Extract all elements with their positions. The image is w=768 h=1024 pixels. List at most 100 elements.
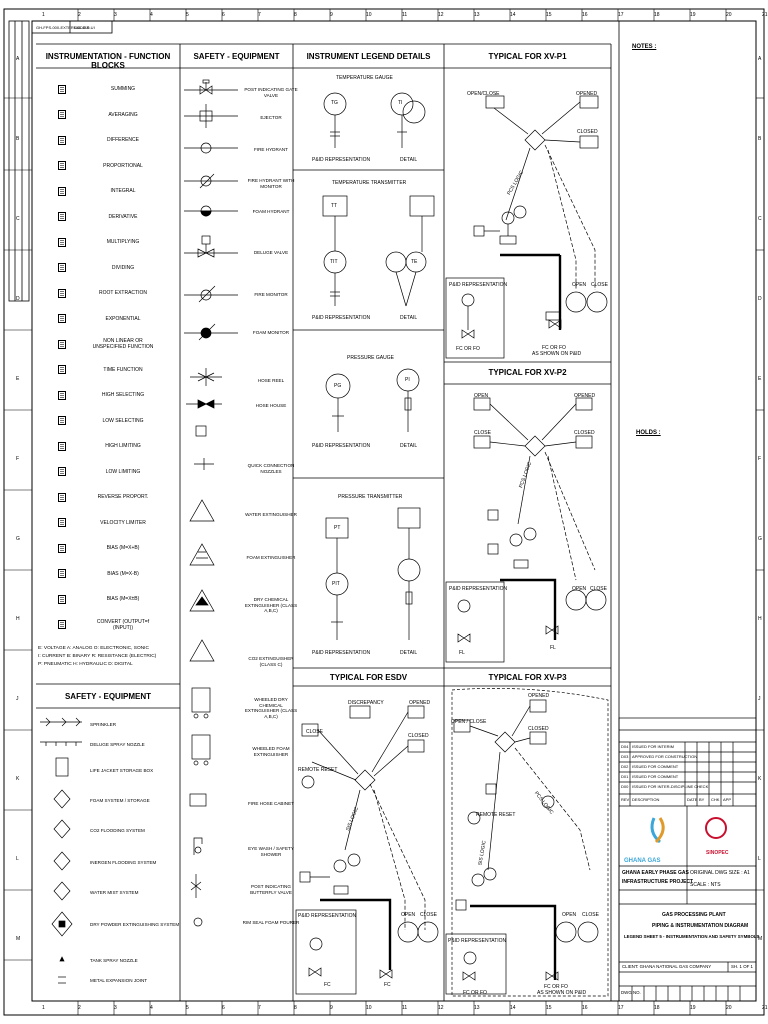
function-block-symbol: [58, 339, 66, 349]
tag-tit: TIT: [330, 259, 338, 265]
frame-column-label-bottom: 4: [150, 1005, 153, 1011]
revision-cell: D02: [621, 764, 629, 769]
safety-equipment-row: POST INDICATING GATE VALVE: [182, 83, 297, 105]
safety-equipment-2-label: SPRINKLER: [90, 722, 117, 727]
dwg-no-label: DWG NO.: [621, 990, 641, 995]
safety-equipment-row: WHEELED DRY CHEMICAL EXTINGUISHER (CLASS…: [182, 693, 297, 719]
function-block-symbol: [58, 620, 66, 629]
esdv-closed: CLOSED: [408, 733, 429, 739]
frame-row-label-right: F: [758, 456, 762, 462]
function-block-row: TIME FUNCTION: [58, 365, 158, 375]
xv-p1-open-close: OPEN/CLOSE: [467, 91, 500, 97]
safety-equipment-label: FOAM EXTINGUISHER: [246, 555, 296, 560]
function-block-row: DIFFERENCE: [58, 135, 158, 145]
frame-column-label-bottom: 17: [618, 1005, 624, 1011]
safety-equipment-label: WHEELED DRY CHEMICAL EXTINGUISHER (CLASS…: [244, 697, 298, 719]
frame-row-label-right: A: [758, 56, 762, 62]
temp-transmitter-title: TEMPERATURE TRANSMITTER: [332, 180, 407, 186]
revision-header-cell: BY: [699, 797, 705, 802]
frame-column-label: 18: [654, 12, 660, 18]
esdv-remote-reset: REMOTE RESET: [298, 767, 338, 773]
xv-p2-open: OPEN: [474, 393, 489, 399]
xv-p3-open-close: OPEN / CLOSE: [451, 719, 487, 725]
function-block-row: PROPORTIONAL: [58, 161, 158, 171]
function-block-label: BIAS (M=X±B): [106, 596, 140, 602]
safety-equipment-2-label: DELUGE SPRAY NOZZLE: [90, 742, 145, 747]
safety-equipment-label: EYE WASH / SAFETY SHOWER: [248, 846, 294, 857]
temp-gauge-title: TEMPERATURE GAUGE: [336, 75, 393, 81]
function-block-row: BIAS (M=X+B): [58, 543, 158, 553]
xv-p2-close-b: CLOSE: [590, 586, 607, 592]
safety-equipment-2-label: FOAM SYSTEM / STORAGE: [90, 798, 150, 803]
function-block-row: BIAS (M=X±B): [58, 594, 158, 604]
notes-title: NOTES :: [632, 44, 657, 50]
function-block-label: DERIVATIVE: [108, 213, 138, 220]
title-line-2: PIPING & INSTRUMENTATION DIAGRAM: [652, 923, 749, 929]
revision-header-cell: DESCRIPTION: [632, 797, 660, 802]
function-block-symbol: [58, 569, 66, 578]
frame-row-label-right: L: [758, 856, 761, 862]
safety-equipment-row: DELUGE VALVE: [182, 246, 292, 268]
safety-equipment-label: FOAM MONITOR: [252, 330, 290, 335]
frame-column-label: 16: [582, 12, 588, 18]
function-block-row: VELOCITY LIMITER: [58, 518, 158, 528]
safety-equipment-label: FOAM HYDRANT: [252, 209, 290, 214]
safety-equipment-row: HOSE HOUSE: [182, 399, 292, 421]
frame-column-label: 4: [150, 12, 153, 18]
safety-equipment-2-row: FOAM SYSTEM / STORAGE: [38, 792, 178, 812]
function-block-label: REVERSE PROPORT.: [97, 494, 149, 500]
scale: SCALE : NTS: [690, 882, 721, 888]
safety-equipment-row: FIRE HOSE CABINET: [182, 797, 294, 819]
xv-p1-closed: CLOSED: [577, 129, 598, 135]
project-line-2: INFRASTRUCTURE PROJECT: [622, 879, 694, 885]
safety-equipment-label: QUICK CONNECTION NOZZLES: [247, 463, 295, 474]
safety-equipment-label: HOSE REEL: [257, 378, 285, 383]
xv-p3-remote-reset: REMOTE RESET: [476, 812, 516, 818]
xv-p2-opened: OPENED: [574, 393, 596, 399]
function-block-symbol: [58, 263, 66, 272]
frame-column-label-bottom: 3: [114, 1005, 117, 1011]
frame-column-label: 2: [78, 12, 81, 18]
function-block-row: SUMMING: [58, 84, 158, 94]
xv-p3-as-shown: AS SHOWN ON P&ID: [537, 990, 587, 996]
function-block-label: MULTIPLYING: [106, 239, 140, 245]
safety-equipment-label: FIRE HOSE CABINET: [248, 801, 294, 806]
safety-equipment-label: WHEELED FOAM EXTINGUISHER: [252, 746, 290, 757]
frame-row-label-right: B: [758, 136, 762, 142]
pressure-gauge-title: PRESSURE GAUGE: [347, 355, 394, 361]
frame-row-label-right: M: [758, 936, 763, 942]
frame-column-label-bottom: 1: [42, 1005, 45, 1011]
safety-equipment-row: EJECTOR: [182, 111, 292, 133]
pid-rep-1: P&ID REPRESENTATION: [312, 157, 371, 163]
frame-row-label: F: [16, 456, 20, 462]
function-block-label: BIAS (M=X+B): [106, 545, 140, 551]
safety-equipment-row: QUICK CONNECTION NOZZLES: [182, 459, 295, 481]
safety-equipment-2-label: CO2 FLOODING SYSTEM: [90, 828, 145, 833]
safety-equipment-2-label: TANK SPRAY NOZZLE: [90, 958, 138, 963]
function-block-label: BIAS (M=X-B): [107, 570, 139, 577]
safety-equipment-2-row: SPRINKLER: [38, 716, 178, 736]
function-block-symbol: [58, 314, 66, 323]
safety-equipment-2-label: WATER MIST SYSTEM: [90, 890, 139, 895]
tag-pt: PT: [334, 525, 341, 531]
function-block-symbol: [58, 467, 66, 476]
safety-equipment-2-row: CO2 FLOODING SYSTEM: [38, 822, 178, 842]
function-block-label: INTEGRAL: [110, 188, 136, 194]
safety-equipment-label: FIRE HYDRANT WITH MONITOR: [247, 178, 295, 189]
tag-pit: PIT: [332, 581, 340, 587]
frame-row-label-right: E: [758, 376, 762, 382]
safety-equipment-row: RIM SEAL FOAM POURER: [182, 916, 300, 938]
safety-equipment-row: FOAM EXTINGUISHER: [182, 551, 295, 573]
function-block-label: LOW SELECTING: [102, 417, 144, 424]
frame-row-label: B: [16, 136, 20, 142]
frame-column-label: 5: [186, 12, 189, 18]
signal-code-line: P: PNEUMATIC H: HYDRAULIC D: DIGITAL: [38, 662, 133, 667]
frame-row-label-right: H: [758, 616, 762, 622]
function-block-row: HIGH SELECTING: [58, 390, 158, 400]
safety-equipment-label: FIRE HYDRANT: [254, 147, 288, 152]
frame-row-label-right: G: [758, 536, 762, 542]
safety-equipment-2-row: INERGEN FLOODING SYSTEM: [38, 854, 178, 874]
frame-column-label-bottom: 21: [762, 1005, 768, 1011]
function-block-row: DERIVATIVE: [58, 212, 158, 222]
